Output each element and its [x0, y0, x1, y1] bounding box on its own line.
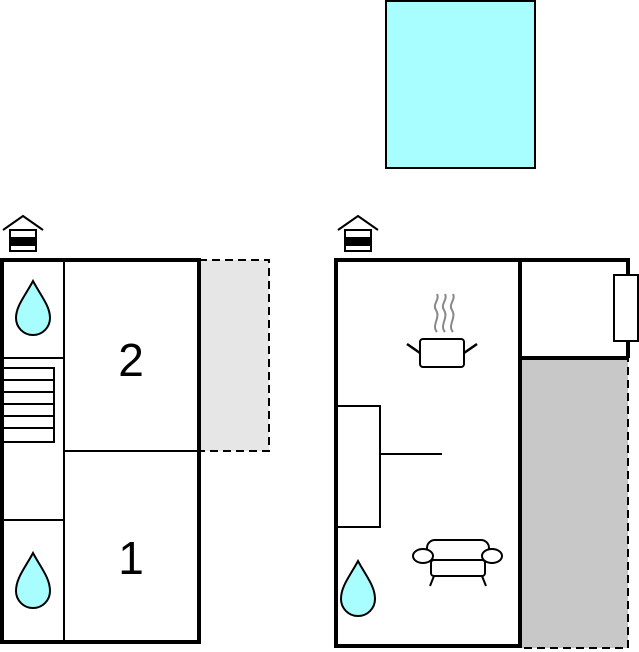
room-label-lower: 1 — [118, 532, 144, 584]
terrace-light — [198, 259, 270, 452]
room-label-upper: 2 — [118, 334, 144, 386]
house-entrance-icon — [337, 214, 379, 252]
water-drop-icon — [14, 278, 52, 336]
water-drop-icon — [339, 558, 377, 617]
house-entrance-icon — [2, 214, 44, 252]
terrace-dark — [519, 357, 629, 649]
stairs-icon — [2, 367, 55, 443]
water-drop-icon — [14, 550, 52, 609]
sofa-icon — [412, 539, 503, 587]
pool-area — [385, 0, 536, 169]
window — [613, 274, 639, 342]
cooking-pot-icon — [406, 293, 478, 368]
